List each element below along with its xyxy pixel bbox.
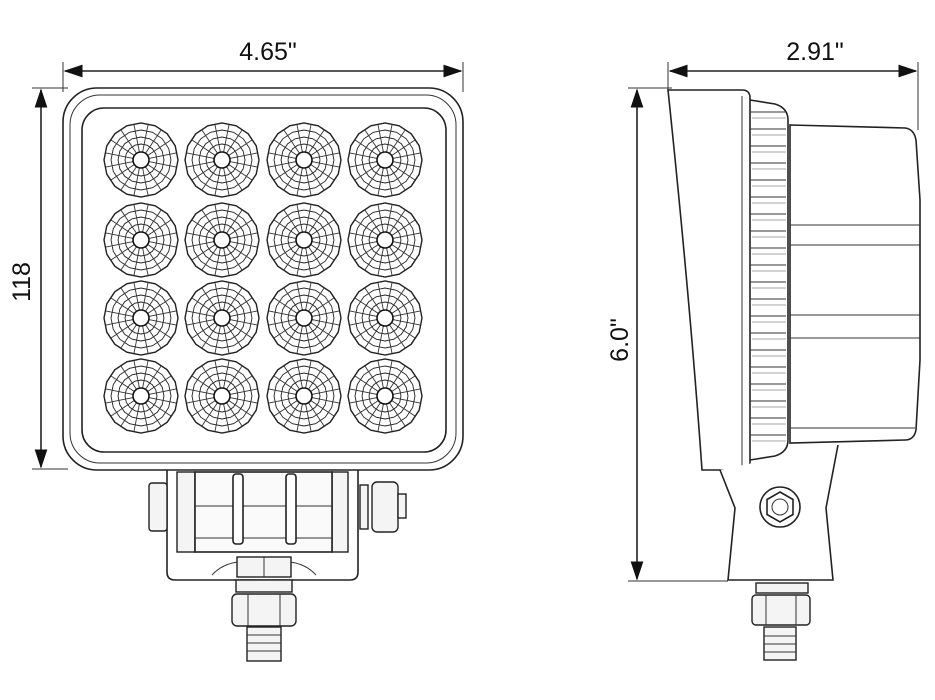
led-lens bbox=[184, 122, 260, 198]
front-width-label: 4.65" bbox=[239, 38, 297, 66]
nut-icon bbox=[371, 481, 399, 533]
side-height-dimension: 6.0" bbox=[606, 87, 728, 582]
front-height-dimension: 118 bbox=[8, 87, 68, 470]
led-lens bbox=[347, 122, 423, 198]
side-view bbox=[667, 89, 921, 661]
threaded-stud bbox=[246, 626, 282, 662]
led-lens bbox=[266, 280, 342, 356]
led-lens bbox=[266, 358, 342, 434]
side-depth-label: 2.91" bbox=[786, 38, 844, 66]
led-lens bbox=[347, 202, 423, 278]
bolt-head-icon bbox=[148, 482, 168, 532]
led-array bbox=[103, 122, 423, 434]
led-lens bbox=[103, 122, 179, 198]
front-width-dimension: 4.65" bbox=[62, 38, 464, 92]
led-lens bbox=[184, 202, 260, 278]
stud-nut-icon bbox=[231, 593, 297, 627]
led-lens bbox=[347, 358, 423, 434]
led-lens bbox=[103, 202, 179, 278]
pivot-bolt-icon bbox=[759, 486, 801, 528]
front-view bbox=[62, 87, 464, 662]
front-height-label: 118 bbox=[8, 262, 36, 302]
heat-sink-fins bbox=[749, 99, 789, 461]
led-lens bbox=[266, 122, 342, 198]
led-lens bbox=[103, 358, 179, 434]
led-lens bbox=[184, 280, 260, 356]
led-lens bbox=[347, 280, 423, 356]
led-lens bbox=[266, 202, 342, 278]
side-depth-dimension: 2.91" bbox=[667, 38, 919, 130]
led-lens bbox=[103, 280, 179, 356]
mount-bracket bbox=[148, 470, 407, 662]
led-lens bbox=[184, 358, 260, 434]
side-height-label: 6.0" bbox=[606, 318, 634, 362]
